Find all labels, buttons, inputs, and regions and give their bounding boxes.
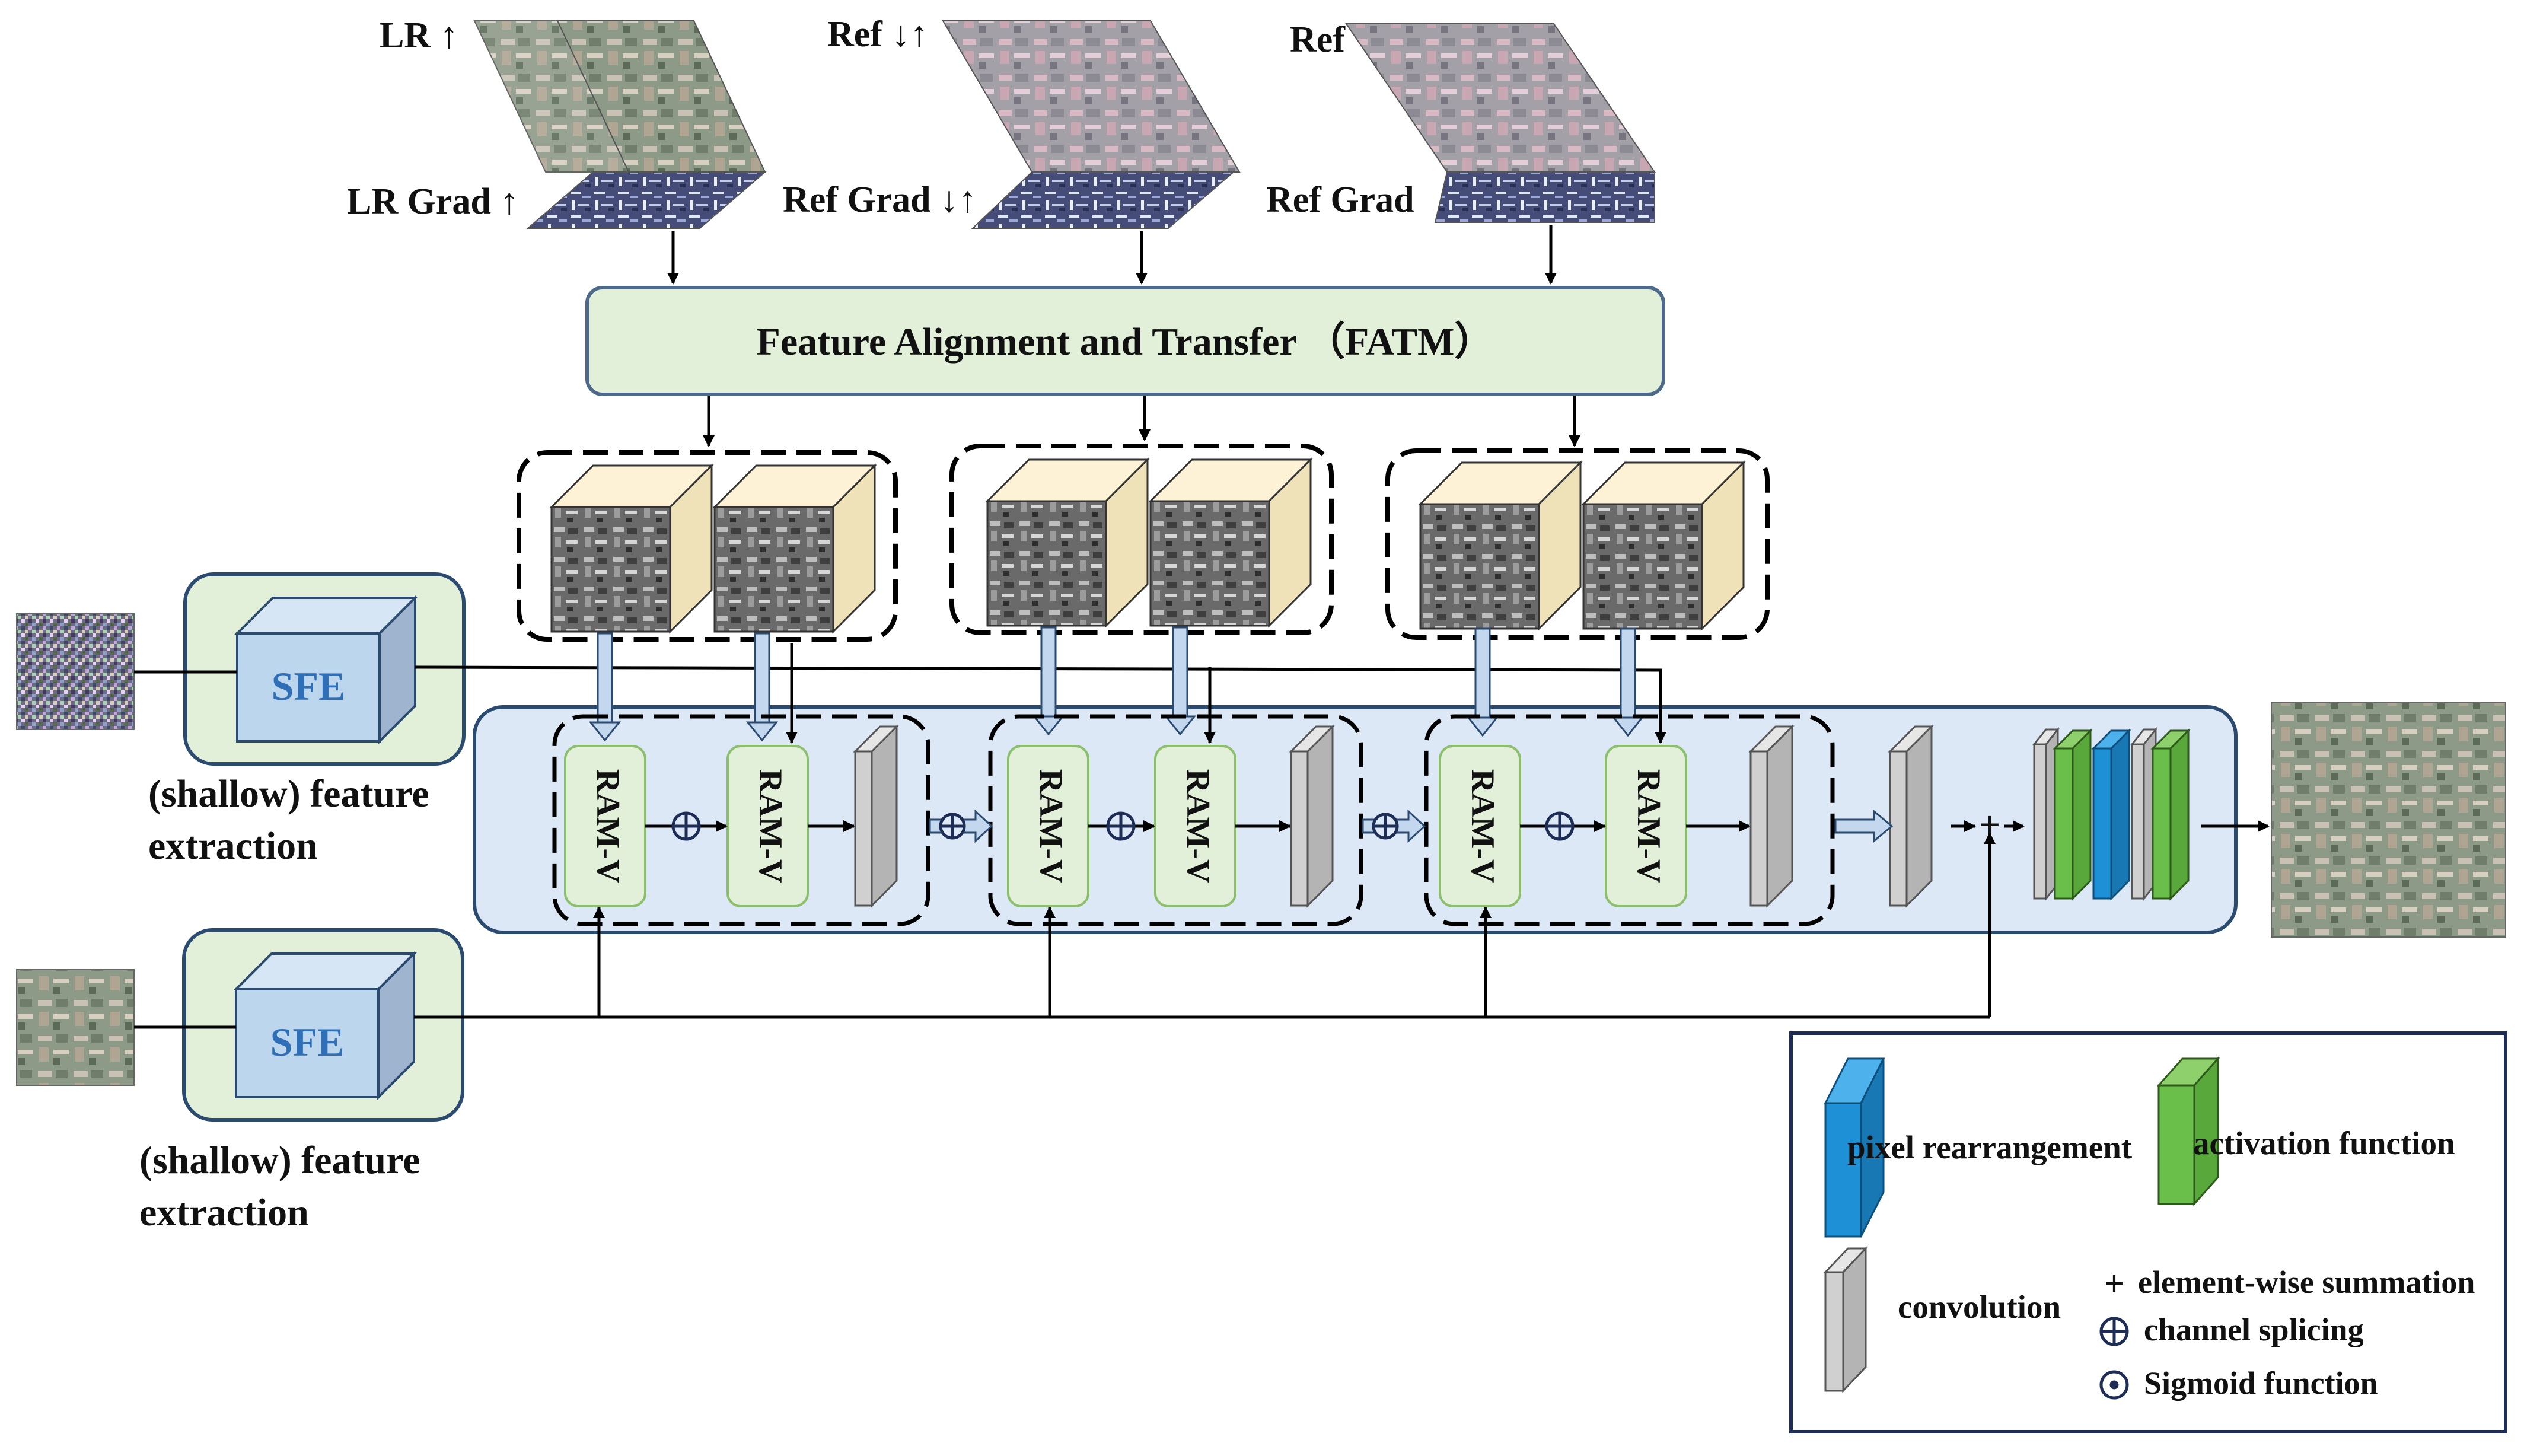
label-lr-grad-up: LR Grad ↑ [347,181,518,222]
pixel-rearrangement-swatch [1824,1057,1885,1238]
input-stack-ref-down-up [942,20,1241,229]
cube-icon [713,464,876,633]
legend-activation-function: activation function [2193,1125,2455,1161]
cube-icon [1419,461,1582,630]
ram-v-label: RAM-V [1630,769,1667,884]
label-ref-grad: Ref Grad [1266,180,1414,220]
ram-v-block: RAM-V [564,745,646,907]
oplus-icon [1545,811,1575,841]
feature-group-2 [949,444,1334,635]
ram-v-label: RAM-V [752,769,789,884]
ram-v-label: RAM-V [1180,769,1216,884]
sfe-caption-top-line1: (shallow) feature [148,772,429,815]
cube-icon [986,458,1149,627]
connector-lines [134,643,1996,1029]
sfe-caption-bottom-line1: (shallow) feature [139,1139,420,1182]
feature-group-3 [1385,448,1770,640]
upsampling-stack [2032,727,2191,901]
hollow-arrow-icon [1834,809,1894,843]
plus-icon: + [1979,804,2000,846]
conv-layer [1749,725,1793,907]
ram-group-2 [988,714,1363,926]
legend-element-wise-summation: element-wise summation [2138,1264,2475,1300]
hollow-arrow-icon [1467,627,1498,737]
sfe-caption-bottom-line2: extraction [139,1191,309,1234]
ram-v-label: RAM-V [1032,769,1069,884]
cube-icon [1149,458,1312,627]
oplus-icon [2099,1317,2129,1346]
hollow-arrow-icon [589,632,620,741]
fatm-module [585,286,1665,396]
label-ref: Ref [1290,20,1346,60]
plus-icon: + [2104,1264,2124,1303]
fatm-label: Feature Alignment and Transfer （FATM） [757,320,1494,364]
noise-input-image [16,613,135,730]
convolution-swatch [1823,1246,1868,1393]
cube-icon [1582,461,1745,630]
label-lr-up: LR ↑ [380,15,458,56]
ram-v-block: RAM-V [726,745,809,907]
sfe-caption-top-line2: extraction [148,824,318,868]
conv-layer [854,725,898,907]
arrow-icon [703,396,1580,447]
output-image [2271,702,2506,938]
legend-channel-splicing: channel splicing [2144,1312,2364,1347]
feature-group-1 [517,450,898,642]
label-ref-down-up: Ref ↓↑ [827,14,928,55]
label-ref-grad-down-up: Ref Grad ↓↑ [783,180,977,220]
ram-group-3 [1424,714,1835,926]
activation-function-swatch [2156,1056,2220,1206]
oplus-icon [1106,811,1136,841]
ram-v-block: RAM-V [1007,745,1089,907]
ram-v-label: RAM-V [1464,769,1501,884]
sfe-module-bottom: SFE [182,928,464,1122]
legend-sigmoid-function: Sigmoid function [2144,1365,2378,1401]
cube-icon [550,464,713,633]
ram-v-block: RAM-V [1605,745,1687,907]
sfe-module-top: SFE [183,572,466,766]
ram-v-block: RAM-V [1154,745,1236,907]
input-stack-ref [1345,23,1656,223]
ram-v-block: RAM-V [1439,745,1521,907]
hollow-arrow-icon [929,809,993,843]
conv-layer [1290,725,1334,907]
hollow-arrow-icon [1612,627,1643,737]
main-processing-panel [473,705,2238,934]
legend-pixel-rearrangement: pixel rearrangement [1847,1129,2133,1165]
legend-convolution: convolution [1898,1289,2061,1325]
odot-icon [2099,1370,2129,1400]
sfe-label-bottom: SFE [270,1019,345,1065]
conv-layer [1889,725,1933,907]
hollow-arrow-icon [1362,809,1426,843]
oplus-icon [671,811,701,841]
legend-box [1789,1031,2507,1433]
hollow-arrow-icon [747,632,777,741]
ram-v-label: RAM-V [589,769,626,884]
sfe-label-top: SFE [272,664,346,709]
input-stack-lr [473,20,767,229]
arrow-icon [667,225,1557,285]
ram-group-1 [552,714,930,926]
lr-input-image [16,969,135,1086]
